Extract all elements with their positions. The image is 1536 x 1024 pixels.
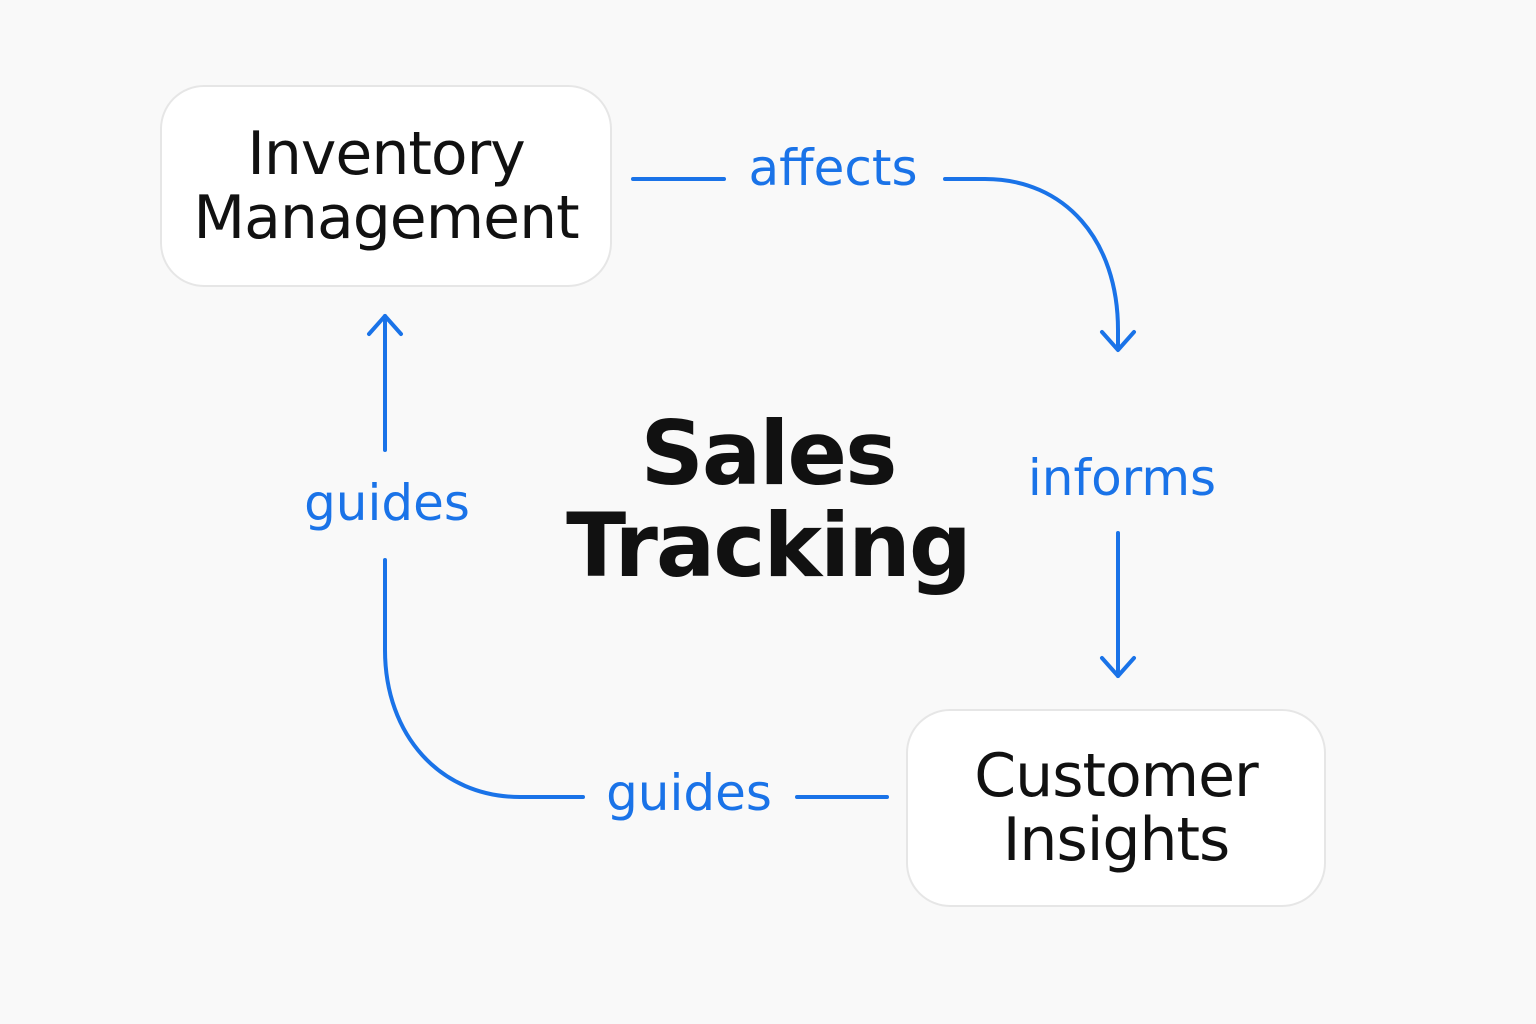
arrowhead-affects <box>1100 330 1136 352</box>
node-customer-insights: Customer Insights <box>906 709 1326 907</box>
edge-label-affects: affects <box>748 139 918 197</box>
node-inventory-management: Inventory Management <box>160 85 612 287</box>
node-customer-line-2: Insights <box>1002 805 1231 875</box>
node-inventory-line-2: Management <box>193 183 579 253</box>
edge-affects-line-curve <box>943 177 1120 350</box>
edge-label-guides-left: guides <box>304 474 470 532</box>
center-title-line-1: Sales <box>640 402 898 505</box>
edge-label-guides-bottom: guides <box>606 764 772 822</box>
center-title-line-2: Tracking <box>566 494 972 597</box>
arrowhead-guides-left <box>367 314 403 336</box>
center-title: Sales Tracking <box>520 408 1016 592</box>
node-inventory-line-1: Inventory <box>247 119 526 189</box>
arrowhead-informs <box>1100 656 1136 678</box>
edge-guides-bottom-curve <box>383 558 585 799</box>
node-customer-line-1: Customer <box>974 741 1258 811</box>
edge-label-informs: informs <box>1027 449 1217 507</box>
